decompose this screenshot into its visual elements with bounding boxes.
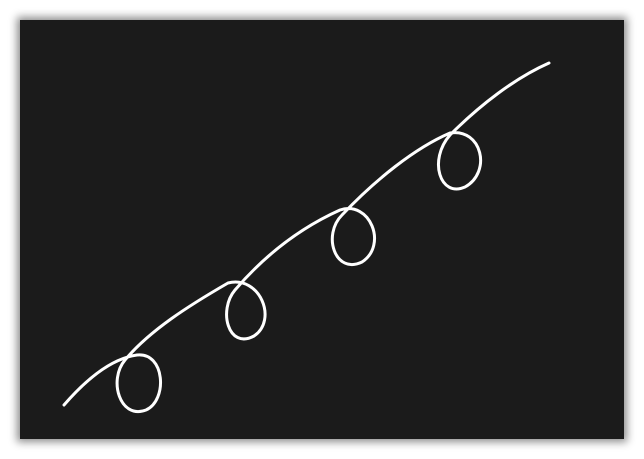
looped-curve — [62, 61, 551, 414]
curve-drawing — [62, 61, 551, 414]
dark-drawing-panel — [20, 20, 624, 439]
